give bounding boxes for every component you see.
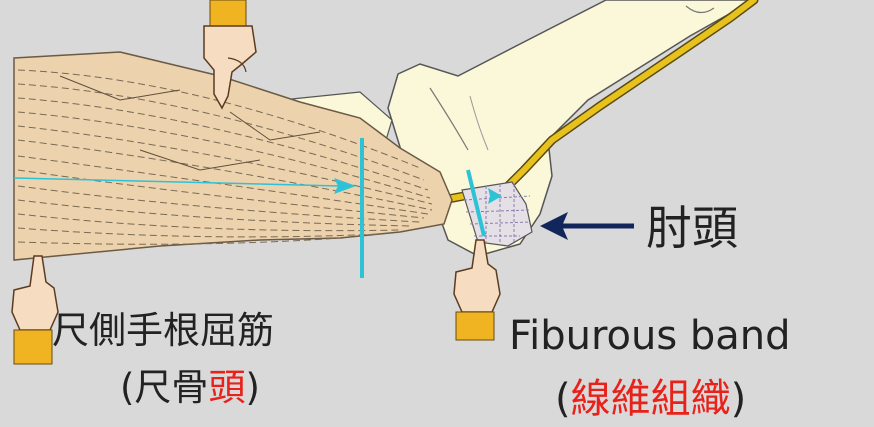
- fcu-name-label: 尺側手根屈筋: [52, 300, 274, 354]
- olecranon-arrow: [540, 212, 634, 240]
- fibrous-band-sub-label: (線維組織): [555, 366, 746, 424]
- fcu-head-open: (尺骨: [120, 366, 208, 409]
- fcu-head-close: ): [245, 366, 259, 409]
- band-open: (: [555, 376, 571, 422]
- olecranon-label: 肘頭: [646, 192, 738, 258]
- fcu-head-label: (尺骨頭): [120, 357, 260, 411]
- band-close: ): [731, 376, 747, 422]
- band-highlight: 線維組織: [571, 376, 731, 422]
- fibrous-band-label: Fiburous band: [509, 313, 791, 359]
- pointing-hand-up-icon: [454, 240, 500, 340]
- fcu-head-highlight: 頭: [208, 366, 245, 409]
- muscle-bundle: [14, 52, 452, 260]
